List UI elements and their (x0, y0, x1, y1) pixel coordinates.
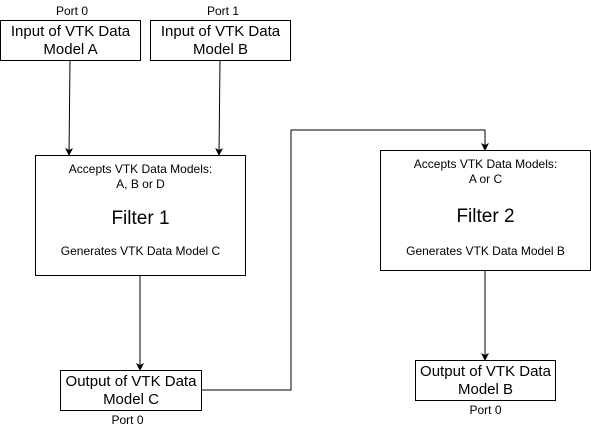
filter-1-title: Filter 1 (111, 208, 170, 229)
input-b-node: Input of VTK Data Model B (150, 20, 291, 61)
filter-2-title: Filter 2 (456, 206, 515, 227)
filter-2-accepts: Accepts VTK Data Models: (413, 157, 558, 171)
filter-1-generates: Generates VTK Data Model C (60, 244, 221, 258)
edge-input-b-to-filter-1 (215, 59, 224, 156)
input-a-label: Input of VTK Data Model A (10, 23, 131, 58)
input-a-node: Input of VTK Data Model A (0, 20, 141, 61)
input-a-port-label: Port 0 (55, 4, 88, 18)
filter-2-node: Accepts VTK Data Models: A or C Filter 2… (380, 150, 591, 271)
edge-output-c-to-filter-2 (201, 129, 489, 391)
output-c-node: Output of VTK Data Model C (60, 370, 202, 411)
output-b-label: Output of VTK Data Model B (420, 363, 551, 398)
output-c-port-label: Port 0 (111, 413, 144, 427)
output-b-node: Output of VTK Data Model B (415, 360, 556, 401)
filter-1-node: Accepts VTK Data Models: A, B or D Filte… (35, 155, 246, 276)
filter-1-accepts: Accepts VTK Data Models: (68, 162, 213, 176)
output-b-port-label: Port 0 (469, 403, 502, 417)
filter-2-generates: Generates VTK Data Model B (406, 244, 565, 258)
input-b-port-label: Port 1 (206, 4, 239, 18)
output-c-label: Output of VTK Data Model C (65, 373, 197, 408)
filter-2-accepted-models: A or C (468, 172, 503, 186)
edge-input-a-to-filter-1 (65, 59, 74, 156)
filter-1-accepted-models: A, B or D (116, 177, 165, 191)
input-b-label: Input of VTK Data Model B (160, 23, 281, 58)
